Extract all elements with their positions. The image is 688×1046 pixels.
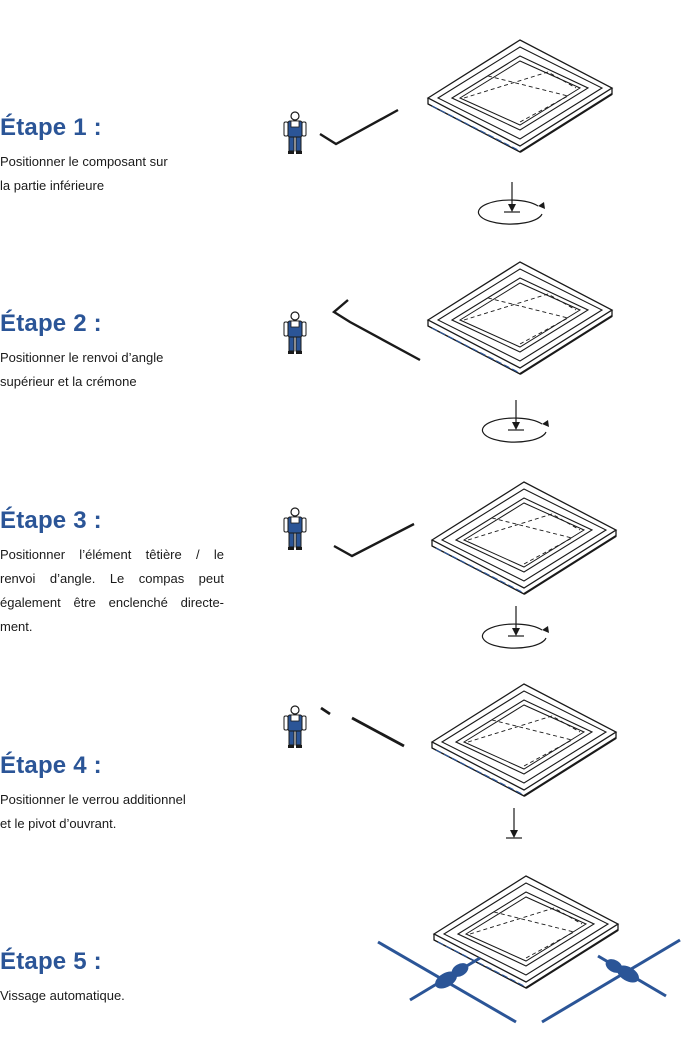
worker-icon [283,311,307,355]
step-2-title: Étape 2 : [0,310,102,337]
step-5: Étape 5 : Vissage automatique. [0,948,125,1008]
worker-icon [283,111,307,155]
screwdriver-icon [597,954,667,998]
worker-icon [283,705,307,749]
worker-icon [283,507,307,551]
step-3-line-2: renvoi d’angle. Le compas peut [0,571,224,586]
step-2: Étape 2 : Positionner le renvoi d’angle … [0,310,163,394]
step-2-line-2: supérieur et la crémone [0,374,137,389]
step-4-line-1: Positionner le verrou additionnel [0,792,186,807]
hardware-component [331,299,421,362]
step-1-line-2: la partie inférieure [0,178,105,193]
screwdriver-icon [409,956,481,1002]
window-frame-icon [426,38,614,154]
step-1: Étape 1 : Positionner le composant sur l… [0,114,168,198]
step-1-title: Étape 1 : [0,114,102,141]
step-2-line-1: Positionner le renvoi d’angle [0,350,164,365]
step-5-title: Étape 5 : [0,948,102,975]
step-3-line-3: également être enclenché directe- [0,595,224,610]
conveyor-right [541,938,681,1024]
step-5-line-1: Vissage automatique. [0,988,125,1003]
window-frame-icon [426,260,614,376]
down-arrow-icon [505,807,523,839]
rotate-arrow-icon [481,605,550,649]
step-3-title: Étape 3 : [0,507,102,534]
step-4: Étape 4 : Positionner le verrou addition… [0,752,186,836]
step-4-line-2: et le pivot d’ouvrant. [0,816,117,831]
step-3-line-1: Positionner l’élément têtière / le [0,547,224,562]
step-4-title: Étape 4 : [0,752,102,779]
rotate-arrow-icon [477,181,546,225]
window-frame-icon [430,682,618,798]
window-frame-icon [430,480,618,596]
hardware-component [333,522,415,558]
step-3-line-4: ment. [0,619,33,634]
step-3: Étape 3 : Positionner l’élément têtière … [0,507,224,639]
hardware-component [351,716,405,748]
rotate-arrow-icon [481,399,550,443]
hardware-component [319,108,399,146]
step-1-line-1: Positionner le composant sur [0,154,168,169]
hardware-component [320,706,331,716]
